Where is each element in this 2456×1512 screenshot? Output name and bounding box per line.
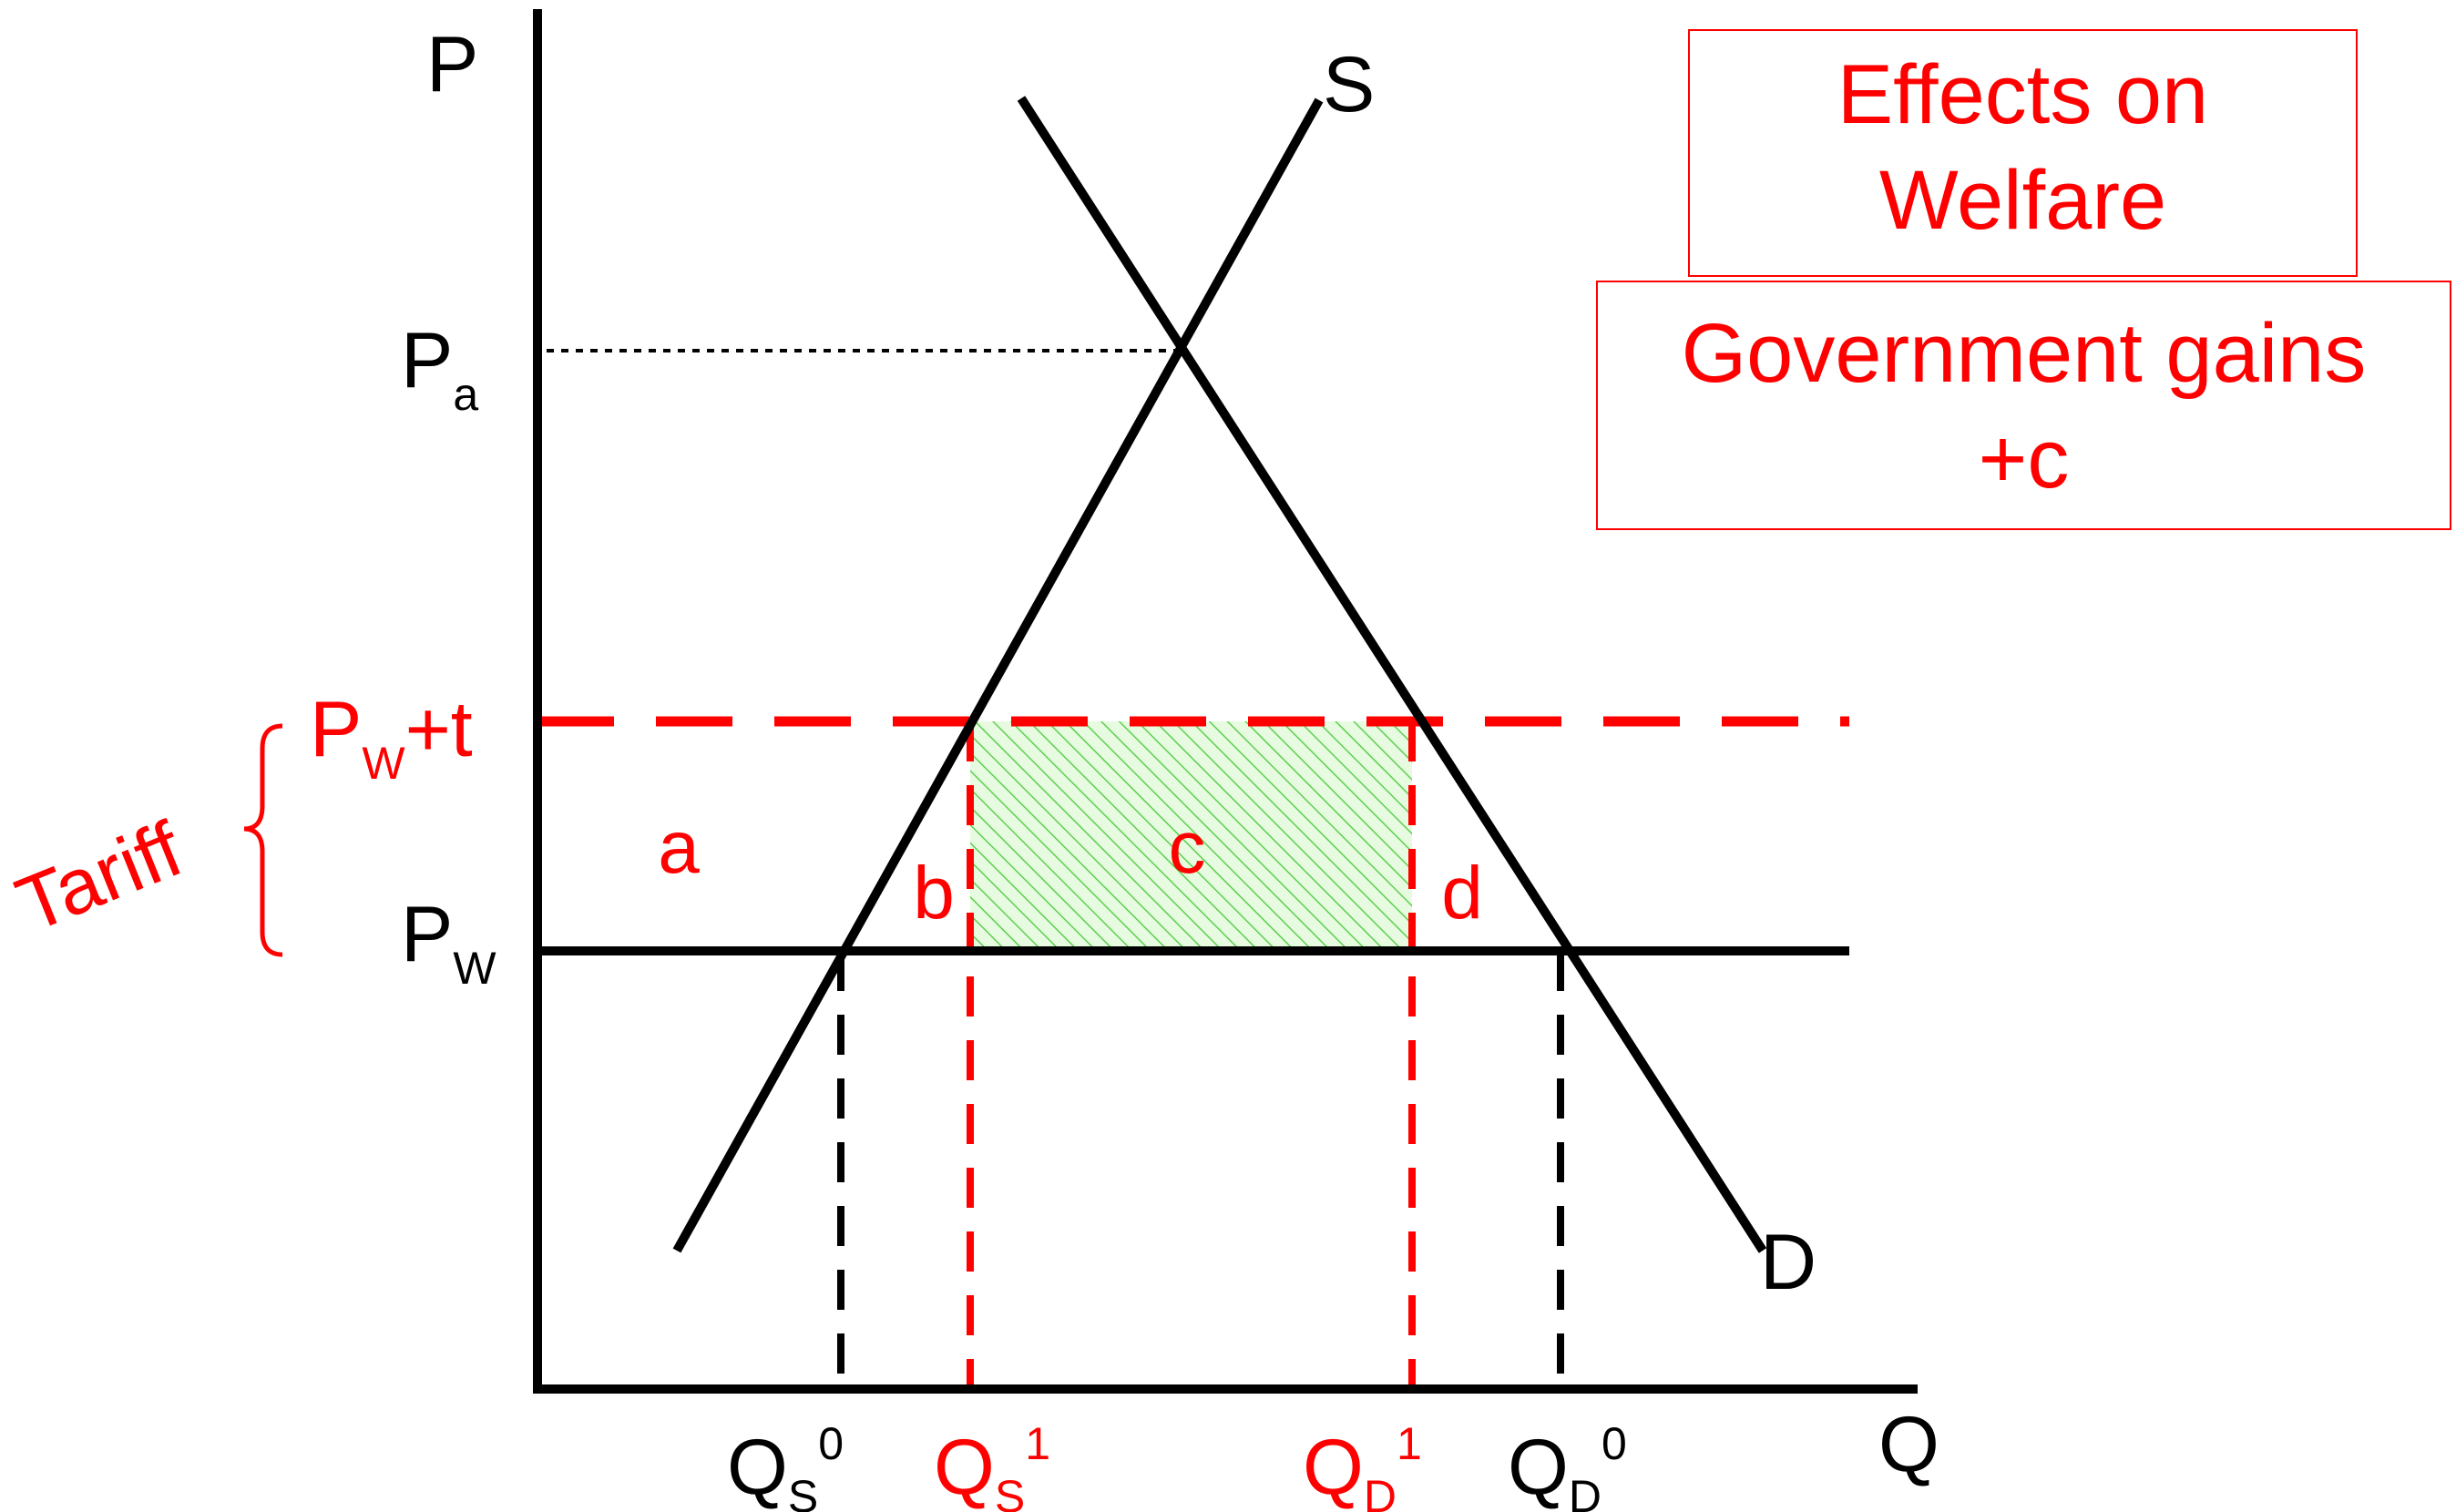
demand-curve [1017, 96, 1767, 1253]
qs0-label: QS0 [727, 1418, 844, 1512]
area-d-label: d [1441, 852, 1483, 935]
qs1-label: QS1 [934, 1418, 1050, 1512]
qd1-label: QD1 [1303, 1418, 1422, 1512]
supply-curve [672, 97, 1324, 1253]
area-a-label: a [658, 806, 700, 889]
tariff-label: Tariff [5, 805, 194, 950]
tariff-price-label: PW+t [310, 686, 473, 789]
effects-on-welfare-line1: Effects on [1837, 48, 2209, 141]
autarky-price-label: Pa [401, 317, 478, 420]
x-axis-label: Q [1878, 1401, 1939, 1488]
government-gains-line1: Government gains [1681, 307, 2367, 400]
y-axis-label: P [426, 21, 478, 108]
qd0-label: QD0 [1508, 1418, 1627, 1512]
area-c-label: c [1169, 806, 1206, 889]
demand-label: D [1760, 1219, 1816, 1306]
area-b-label: b [913, 852, 955, 935]
government-gains-box: Government gains +c [1596, 281, 2451, 530]
world-price-label: PW [401, 891, 496, 994]
government-gains-line2: +c [1978, 413, 2070, 506]
effects-on-welfare-line2: Welfare [1878, 154, 2167, 247]
area-c-hatched [970, 721, 1412, 951]
effects-on-welfare-box: Effects on Welfare [1688, 29, 2358, 277]
tariff-brace [243, 723, 283, 957]
supply-label: S [1323, 41, 1375, 128]
